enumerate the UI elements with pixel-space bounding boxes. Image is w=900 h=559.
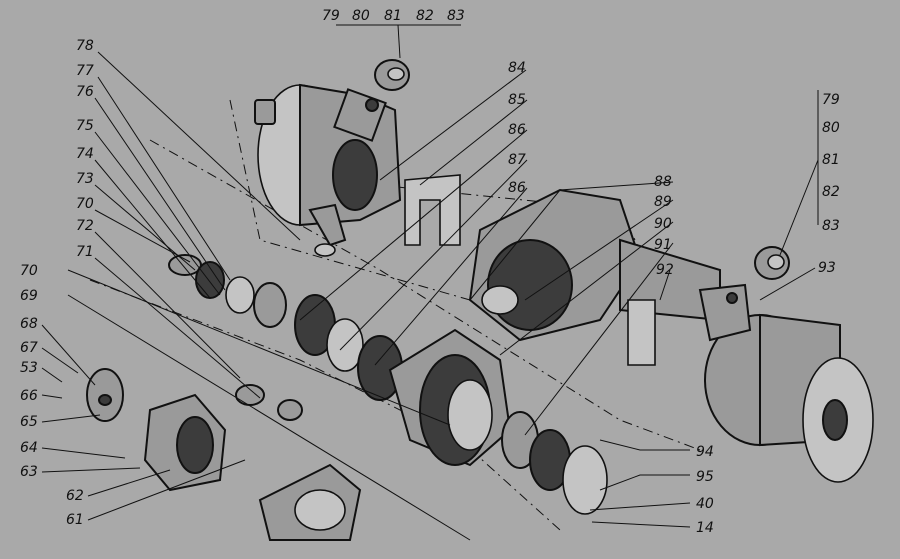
callout-78: 78 [76, 38, 94, 54]
callout-80-right: 80 [822, 120, 840, 136]
callout-89: 89 [654, 194, 672, 210]
callout-90: 90 [654, 216, 672, 232]
cap-assembly-top [374, 59, 410, 91]
callout-68: 68 [20, 316, 38, 332]
callout-73: 73 [76, 171, 94, 187]
left-small-parts [86, 368, 362, 541]
callout-81-right: 81 [822, 152, 840, 168]
brake-drum-right [698, 283, 874, 483]
callout-labels: 79 80 81 82 83 78 77 76 75 74 73 70 72 7… [20, 8, 840, 536]
leader-lines [41, 24, 819, 541]
callout-69: 69 [20, 288, 38, 304]
callout-91: 91 [654, 237, 672, 253]
callout-63: 63 [20, 464, 38, 480]
callout-79-top: 79 [322, 8, 340, 24]
callout-70-b: 70 [20, 263, 38, 279]
callout-53: 53 [20, 360, 38, 376]
cap-assembly-right [754, 246, 790, 280]
callout-86-b: 86 [508, 180, 526, 196]
callout-82-top: 82 [416, 8, 434, 24]
callout-88: 88 [654, 174, 672, 190]
callout-87: 87 [508, 152, 526, 168]
differential-housing [468, 188, 721, 366]
callout-92: 92 [656, 262, 674, 278]
callout-94: 94 [696, 444, 714, 460]
callout-65: 65 [20, 414, 38, 430]
callout-83-top: 83 [447, 8, 465, 24]
callout-66: 66 [20, 388, 38, 404]
callout-93: 93 [818, 260, 836, 276]
callout-84: 84 [508, 60, 526, 76]
callout-40: 40 [696, 496, 714, 512]
callout-95: 95 [696, 469, 714, 485]
brake-chamber-left [254, 83, 402, 257]
callout-72: 72 [76, 218, 94, 234]
callout-76: 76 [76, 84, 94, 100]
bracket-mid [404, 174, 461, 246]
callout-81-top: 81 [384, 8, 402, 24]
callout-85: 85 [508, 92, 526, 108]
callout-71: 71 [76, 244, 94, 260]
callout-86-a: 86 [508, 122, 526, 138]
callout-75: 75 [76, 118, 94, 134]
seal-rings [501, 411, 608, 515]
callout-83-right: 83 [822, 218, 840, 234]
hub-center [388, 328, 512, 467]
left-bearing-stack [168, 254, 403, 401]
callout-70-a: 70 [76, 196, 94, 212]
callout-79-right: 79 [822, 92, 840, 108]
callout-74: 74 [76, 146, 94, 162]
callout-77: 77 [76, 63, 94, 79]
callout-80-top: 80 [352, 8, 370, 24]
callout-67: 67 [20, 340, 38, 356]
callout-82-right: 82 [822, 184, 840, 200]
callout-64: 64 [20, 440, 38, 456]
callout-62: 62 [66, 488, 84, 504]
callout-14: 14 [696, 520, 714, 536]
callout-61: 61 [66, 512, 84, 528]
